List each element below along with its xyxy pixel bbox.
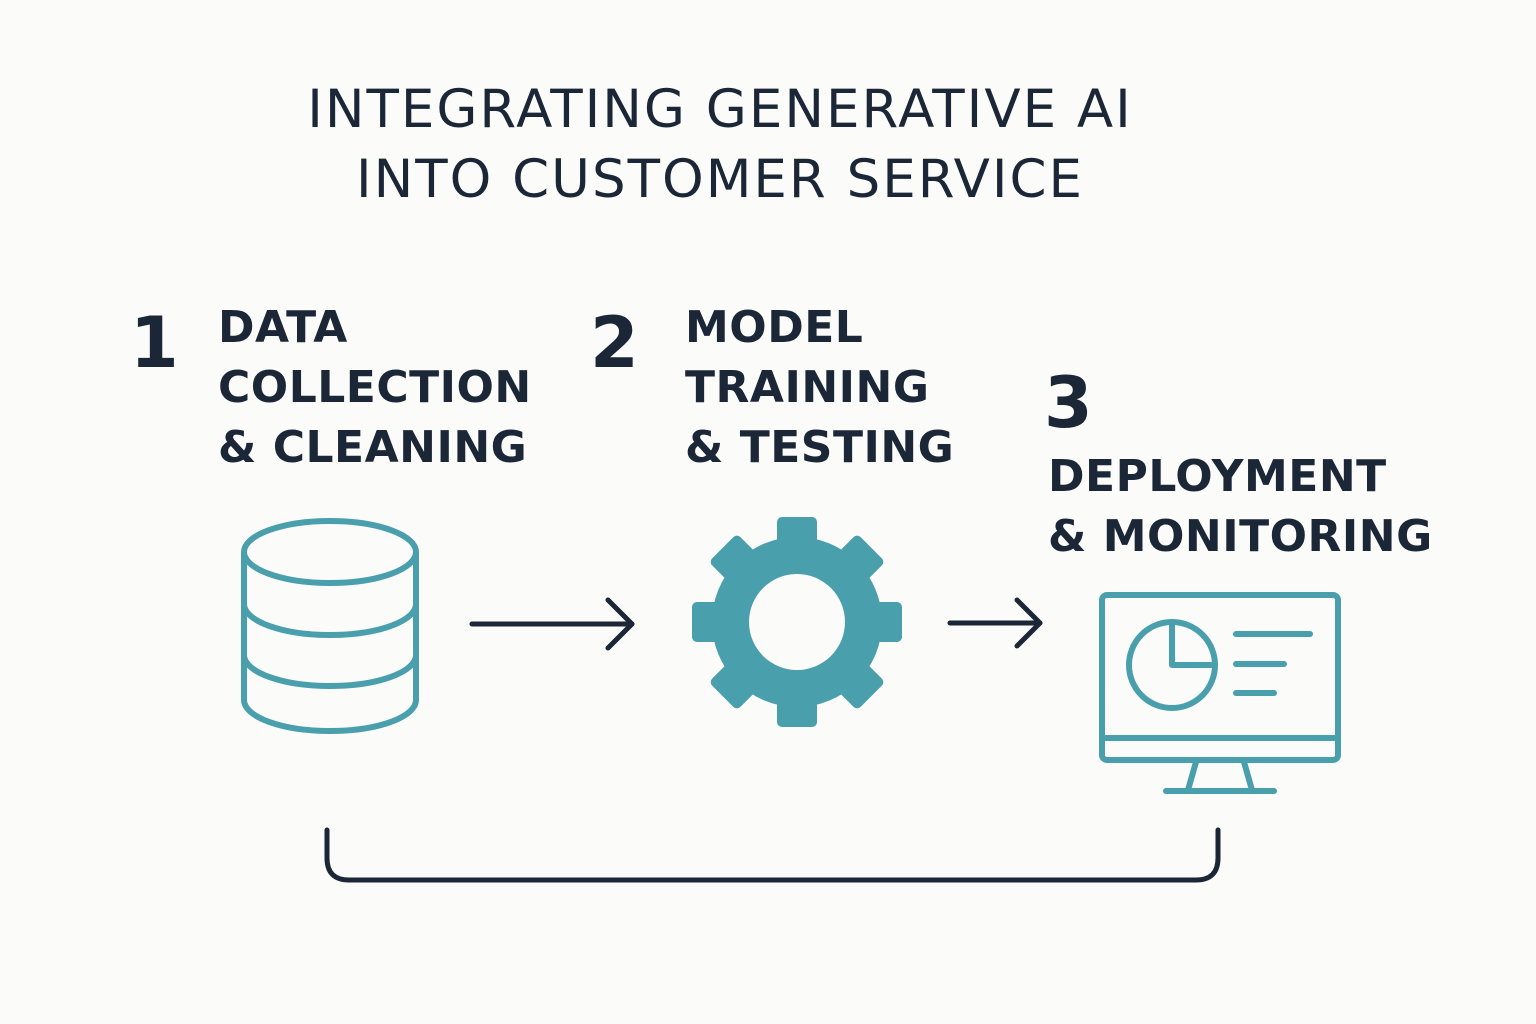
step-3-label: DEPLOYMENT & MONITORING	[1048, 447, 1433, 567]
step-1-label-line-3: & CLEANING	[218, 422, 528, 473]
arrow-2-to-3	[947, 597, 1043, 649]
step-1-label: DATA COLLECTION & CLEANING	[218, 298, 532, 478]
step-2-number: 2	[590, 302, 639, 384]
database-icon	[241, 518, 419, 734]
step-2-label-line-1: MODEL	[685, 302, 864, 353]
feedback-loop-bracket	[324, 827, 1221, 883]
title-line-2: INTO CUSTOMER SERVICE	[355, 149, 1085, 210]
step-2-label-line-3: & TESTING	[685, 422, 955, 473]
title-line-1: INTEGRATING GENERATIVE AI	[307, 79, 1133, 140]
step-1-number: 1	[130, 302, 179, 384]
step-3-label-line-2: & MONITORING	[1048, 511, 1433, 562]
step-2-label-line-2: TRAINING	[685, 362, 930, 413]
monitor-dashboard-icon	[1099, 592, 1341, 794]
step-1-label-line-2: COLLECTION	[218, 362, 532, 413]
step-3-label-line-1: DEPLOYMENT	[1048, 451, 1387, 502]
arrow-1-to-2	[469, 597, 635, 651]
step-2-label: MODEL TRAINING & TESTING	[685, 298, 954, 478]
step-3-number: 3	[1044, 362, 1093, 444]
step-1-label-line-1: DATA	[218, 302, 348, 353]
gear-icon	[692, 517, 902, 727]
